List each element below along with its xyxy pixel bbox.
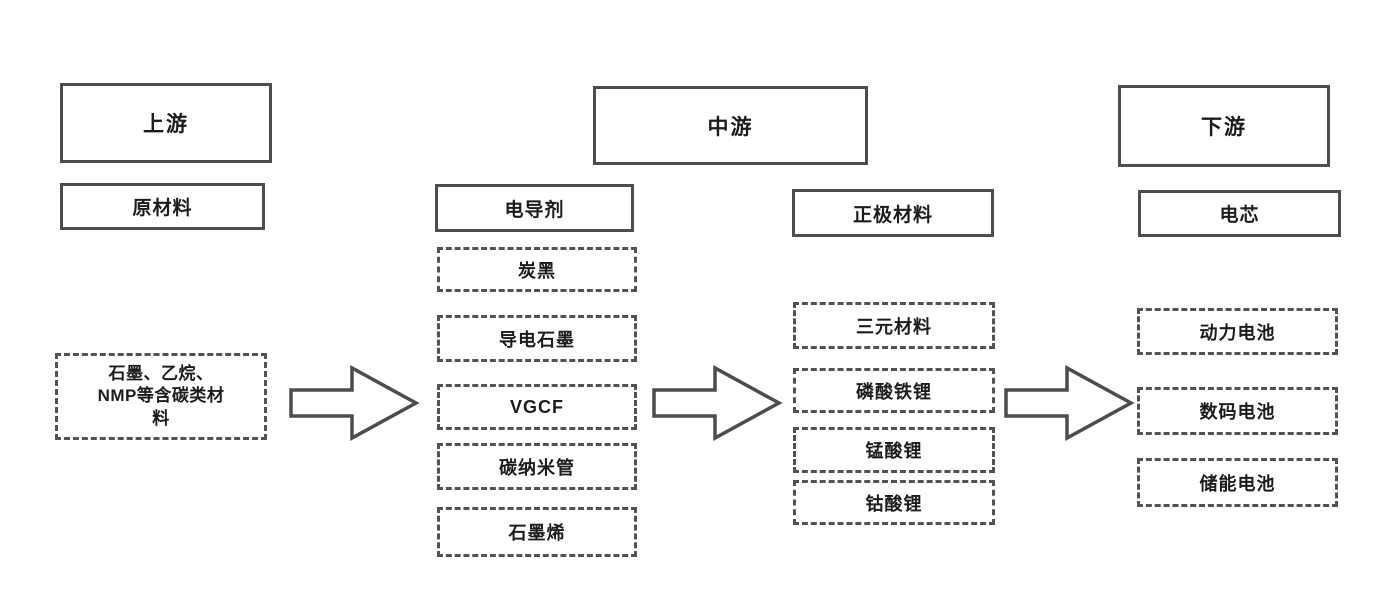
item-label: VGCF <box>509 396 564 417</box>
item-label: 磷酸铁锂 <box>856 381 932 402</box>
item-label: 锰酸锂 <box>865 441 923 461</box>
category-cell-box: 电芯 <box>1138 190 1341 237</box>
cathode-item-lfp: 磷酸铁锂 <box>793 368 995 413</box>
category-cathode-materials-label: 正极材料 <box>852 204 933 226</box>
stage-upstream-box: 上游 <box>60 83 272 163</box>
flow-arrow-conductive-to-cathode-icon <box>652 365 783 441</box>
item-label: 碳纳米管 <box>499 457 575 478</box>
raw-material-item-line-1: 石墨、乙烷、 <box>108 363 214 383</box>
item-label: 三元材料 <box>856 316 932 337</box>
conductive-agent-item-carbon-black: 炭黑 <box>437 247 637 292</box>
cell-item-power-battery: 动力电池 <box>1137 308 1338 355</box>
stage-upstream-label: 上游 <box>143 113 189 136</box>
conductive-agent-item-vgcf: VGCF <box>437 384 637 430</box>
cathode-item-lmo: 锰酸锂 <box>793 427 995 473</box>
stage-downstream-label: 下游 <box>1201 116 1247 139</box>
conductive-agent-item-carbon-nanotube: 碳纳米管 <box>437 443 637 490</box>
category-conductive-agent-label: 电导剂 <box>504 199 565 221</box>
item-label: 数码电池 <box>1199 402 1276 422</box>
item-label: 石墨烯 <box>508 523 566 543</box>
conductive-agent-item-conductive-graphite: 导电石墨 <box>437 315 637 362</box>
item-label: 钴酸锂 <box>865 493 923 514</box>
cathode-item-lco: 钴酸锂 <box>793 480 995 525</box>
category-raw-materials-box: 原材料 <box>60 183 265 230</box>
cell-item-digital-battery: 数码电池 <box>1137 387 1338 435</box>
category-cathode-materials-box: 正极材料 <box>792 189 994 237</box>
cell-item-energy-storage-battery: 储能电池 <box>1137 458 1338 507</box>
raw-material-item-line-2: NMP等含碳类材 <box>97 386 225 406</box>
item-label: 动力电池 <box>1199 322 1276 343</box>
stage-midstream-label: 中游 <box>707 115 754 139</box>
stage-midstream-box: 中游 <box>593 86 868 165</box>
stage-downstream-box: 下游 <box>1118 85 1330 167</box>
category-cell-label: 电芯 <box>1219 205 1260 226</box>
raw-material-item-line-3: 料 <box>152 408 170 428</box>
item-label: 储能电池 <box>1199 473 1276 494</box>
category-conductive-agent-box: 电导剂 <box>435 184 634 232</box>
item-label: 导电石墨 <box>499 329 575 350</box>
item-label: 炭黑 <box>518 260 556 281</box>
flow-arrow-upstream-to-midstream-icon <box>289 365 420 441</box>
flow-arrow-midstream-to-downstream-icon <box>1004 365 1135 441</box>
raw-material-item-box: 石墨、乙烷、 NMP等含碳类材 料 <box>55 353 267 440</box>
conductive-agent-item-graphene: 石墨烯 <box>437 507 637 557</box>
category-raw-materials-label: 原材料 <box>132 198 193 219</box>
cathode-item-ternary: 三元材料 <box>793 302 995 349</box>
